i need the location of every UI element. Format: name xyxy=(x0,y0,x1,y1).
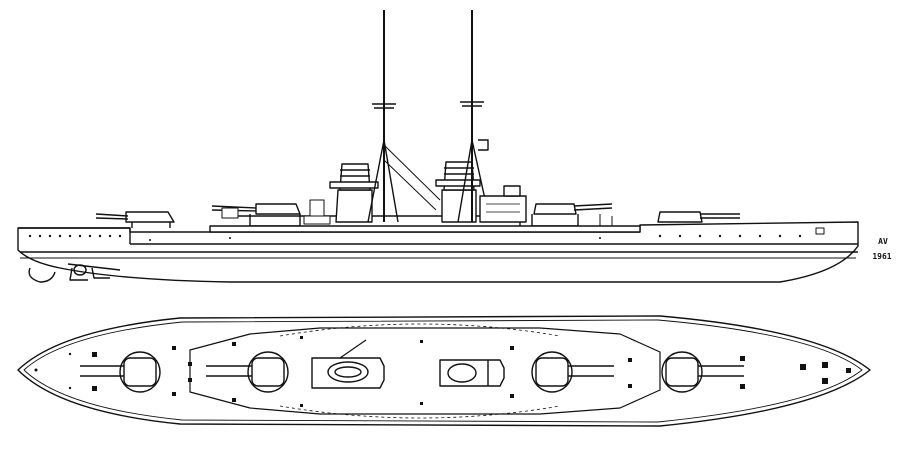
turret-fwd-1 xyxy=(657,211,740,223)
artist-signature: AV xyxy=(868,236,898,247)
plan-view xyxy=(17,315,871,427)
plan-funnel-fore xyxy=(439,359,505,387)
plan-deck-fittings xyxy=(34,336,851,407)
mainmast xyxy=(367,10,441,223)
turret-aft-1 xyxy=(95,211,175,228)
superstructure-deck xyxy=(209,225,641,233)
plan-funnel-aft xyxy=(311,357,385,389)
plan-turret-aft-1 xyxy=(80,351,161,393)
propellers-and-rudder xyxy=(28,263,121,283)
foremast xyxy=(457,10,491,223)
portholes xyxy=(28,234,802,241)
funnel-fore xyxy=(435,161,481,223)
plan-turret-fwd-1 xyxy=(661,351,744,393)
plan-turret-fwd-2 xyxy=(531,351,614,393)
bridge-structure xyxy=(479,185,527,223)
plan-superstructure-deck xyxy=(189,327,661,415)
plan-turret-aft-2 xyxy=(206,351,289,393)
plan-mast-boom xyxy=(339,339,367,359)
signature-initials: AV xyxy=(878,237,888,246)
plan-hull-inner xyxy=(23,319,863,423)
signature-year: 1961 xyxy=(872,252,892,261)
funnel-aft xyxy=(329,163,379,223)
side-profile-view xyxy=(17,10,859,283)
deck-fittings xyxy=(221,199,825,235)
